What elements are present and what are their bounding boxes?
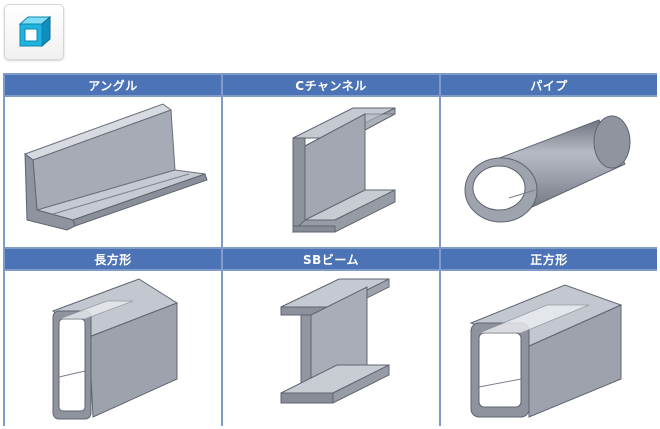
header-angle: アングル bbox=[5, 75, 221, 95]
frame-profile-icon[interactable] bbox=[4, 4, 64, 60]
pipe-profile-icon bbox=[464, 115, 631, 223]
profile-option-rectangular[interactable] bbox=[5, 271, 221, 428]
cube-icon bbox=[18, 15, 52, 48]
header-pipe: パイプ bbox=[441, 75, 657, 95]
angle-profile-icon bbox=[23, 103, 208, 231]
profile-option-pipe[interactable] bbox=[441, 97, 657, 247]
profile-option-square[interactable] bbox=[441, 271, 657, 428]
sb-beam-profile-icon bbox=[280, 277, 390, 404]
header-sb-beam: SBビーム bbox=[223, 249, 439, 269]
header-rectangular: 長方形 bbox=[5, 249, 221, 269]
profile-option-sb-beam[interactable] bbox=[223, 271, 439, 428]
rectangular-tube-profile-icon bbox=[51, 277, 179, 419]
profile-grid: アングル Cチャンネル パイプ bbox=[3, 73, 657, 428]
profile-option-c-channel[interactable] bbox=[223, 97, 439, 247]
c-channel-profile-icon bbox=[291, 107, 396, 233]
square-tube-profile-icon bbox=[469, 283, 623, 418]
profile-option-angle[interactable] bbox=[5, 97, 221, 247]
header-c-channel: Cチャンネル bbox=[223, 75, 439, 95]
header-square: 正方形 bbox=[441, 249, 657, 269]
